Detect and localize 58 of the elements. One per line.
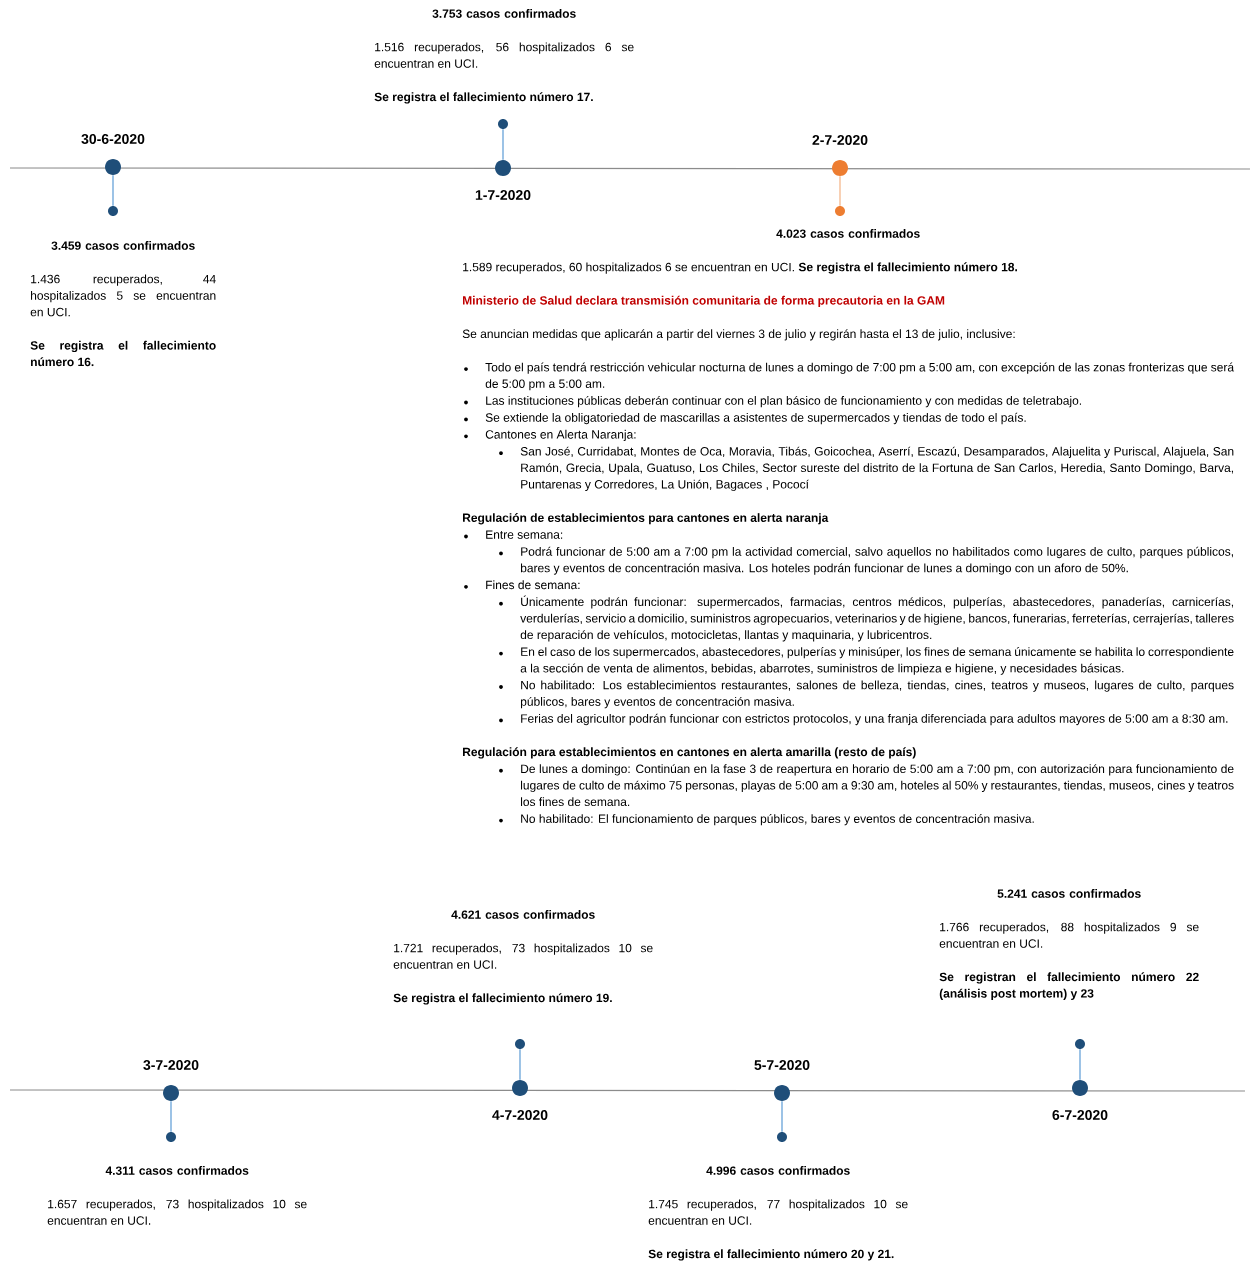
date-label: 5-7-2020 xyxy=(754,1060,810,1070)
timeline-dot xyxy=(1072,1080,1088,1096)
stem-line xyxy=(1079,1048,1081,1081)
event-text: 1.766 recuperados, 88 hospitalizados 9 se encuentran en UCI. xyxy=(939,922,1199,948)
bullet-item: Fines de semana: xyxy=(486,580,580,590)
case-count-heading: 4.311 casos confirmados xyxy=(105,1166,249,1175)
case-count-heading: 4.621 casos confirmados xyxy=(451,910,595,919)
bullet-item: Las instituciones públicas deberán continuar con el plan básico de funcionamiento y con medidas de teletrabajo. xyxy=(486,395,1082,408)
event-text: 1.516 recuperados, 56 hospitalizados 6 se encuentran en UCI. xyxy=(374,42,634,68)
event-text: 1.436 recuperados, 44 hospitalizados 5 se encuentran en UCI. xyxy=(30,274,216,317)
stem-line xyxy=(112,174,114,207)
event-note: Regulación para establecimientos en cantones en alerta amarilla (resto de país) xyxy=(463,747,916,759)
event-note: Se registra el fallecimiento número 19. xyxy=(393,993,612,1005)
event-text: 1.721 recuperados, 73 hospitalizados 10 se encuentran en UCI. xyxy=(393,943,653,969)
date-label: 30-6-2020 xyxy=(81,134,145,144)
stem-line xyxy=(170,1100,172,1133)
bullet-item: Podrá funcionar de 5:00 am a 7:00 pm la actividad comercial, salvo aquellos no habilitados como lugares de culto, parques públicos, bares y eventos de concentración masiva. Los hoteles podrán funcionar de lunes a domingo con un aforo de 50%. xyxy=(520,546,1233,575)
timeline-dot xyxy=(512,1080,528,1096)
date-label: 6-7-2020 xyxy=(1052,1110,1108,1120)
bullet-item: No habilitado: Los establecimientos restaurantes, salones de belleza, tiendas, cines, teatros y museos, lugares de culto, parques públicos, bares y eventos de concentración masiva. xyxy=(520,680,1234,709)
stem-line xyxy=(781,1100,783,1133)
bullet-item: San José, Curridabat, Montes de Oca, Moravia, Tibás, Goicochea, Aserrí, Escazú, Desamparados, Alajuelita y Puriscal, Alajuela, San Ramón, Grecia, Upala, Guatuso, Los Chiles, Sector sureste del distrito de la Fortuna de San Carlos, Heredia, Santo Domingo, Barva, Puntarenas y Corredores, La Unión, Bagaces , Pococí xyxy=(520,446,1234,491)
timeline-dot xyxy=(105,159,121,175)
announcement-heading: Ministerio de Salud declara transmisión comunitaria de forma precautoria en la GAM xyxy=(463,295,945,308)
date-label: 3-7-2020 xyxy=(143,1060,199,1070)
bullet-item: En el caso de los supermercados, abastecedores, pulperías y minisúper, los fines de semana únicamente se habilita lo correspondiente a la sección de venta de alimentos, bebidas, abarrotes, suministros de limpieza e higiene, y necesidades básicas. xyxy=(520,647,1234,675)
case-count-heading: 3.753 casos confirmados xyxy=(432,9,576,18)
event-text: 1.657 recuperados, 73 hospitalizados 10 se encuentran en UCI. xyxy=(47,1199,307,1225)
case-count-heading: 4.023 casos confirmados xyxy=(776,229,920,238)
timeline-dot xyxy=(163,1085,179,1101)
case-count-heading: 5.241 casos confirmados xyxy=(997,889,1141,898)
bullet-item: Entre semana: xyxy=(486,530,563,539)
stem-line xyxy=(519,1048,521,1081)
timeline-dot xyxy=(774,1085,790,1101)
bullet-item: De lunes a domingo: Continúan en la fase 3 de reapertura en horario de 5:00 am a 7:00 pm, con autorización para funcionamiento de lugares de culto de máximo 75 personas, playas de 5:00 am a 9:30 am, hoteles al 50% y restaurantes, tiendas, museos, cines y teatros los fines de semana. xyxy=(521,764,1234,807)
bullet-item: Ferias del agricultor podrán funcionar con estrictos protocolos, y una franja diferenciada para adultos mayores de 5:00 am a 8:30 am. xyxy=(521,713,1228,726)
date-label: 4-7-2020 xyxy=(492,1110,548,1120)
date-label: 1-7-2020 xyxy=(475,190,531,200)
event-note: Se registran el fallecimiento número 22 (análisis post mortem) y 23 xyxy=(939,972,1199,1001)
bullet-item: Cantones en Alerta Naranja: xyxy=(485,429,636,442)
case-count-heading: 4.996 casos confirmados xyxy=(706,1166,850,1175)
event-text: 1.745 recuperados, 77 hospitalizados 10 se encuentran en UCI. xyxy=(648,1199,908,1225)
event-note: Se registra el fallecimiento número 20 y 21. xyxy=(648,1249,894,1261)
bullet-item: Únicamente podrán funcionar: supermercados, farmacias, centros médicos, pulperías, abastecedores, panaderías, carnicerías, verdulerías, servicio a domicilio, suministros agropecuarios, veterinarios y de higiene, bancos, funerarias, ferreterías, cerrajerías, talleres de reparación de vehículos, motocicletas, llantas y maquinaria, y lubricentros. xyxy=(520,595,1234,642)
bullet-item: Se extiende la obligatoriedad de mascarillas a asistentes de supermercados y tiendas de todo el país. xyxy=(485,412,1026,425)
bullet-item: Todo el país tendrá restricción vehicular nocturna de lunes a domingo de 7:00 pm a 5:00 am, con excepción de las zonas fronterizas que será de 5:00 pm a 5:00 am. xyxy=(485,362,1235,391)
event-text: Se anuncian medidas que aplicarán a partir del viernes 3 de julio y regirán hasta el 13 de julio, inclusive: xyxy=(462,329,1015,341)
timeline-dot xyxy=(495,160,511,176)
event-text: 1.589 recuperados, 60 hospitalizados 6 se encuentran en UCI. Se registra el fallecimiento número 18. xyxy=(463,262,1017,274)
event-note: Se registra el fallecimiento número 16. xyxy=(30,340,216,367)
bullet-item: No habilitado: El funcionamiento de parques públicos, bares y eventos de concentración masiva. xyxy=(521,814,1034,826)
stem-line xyxy=(839,175,841,207)
event-note: Se registra el fallecimiento número 17. xyxy=(374,92,593,104)
case-count-heading: 3.459 casos confirmados xyxy=(51,241,195,250)
event-note: Regulación de establecimientos para cantones en alerta naranja xyxy=(463,513,829,525)
date-label: 2-7-2020 xyxy=(812,135,868,145)
stem-line xyxy=(502,128,504,161)
timeline-dot xyxy=(832,160,848,176)
